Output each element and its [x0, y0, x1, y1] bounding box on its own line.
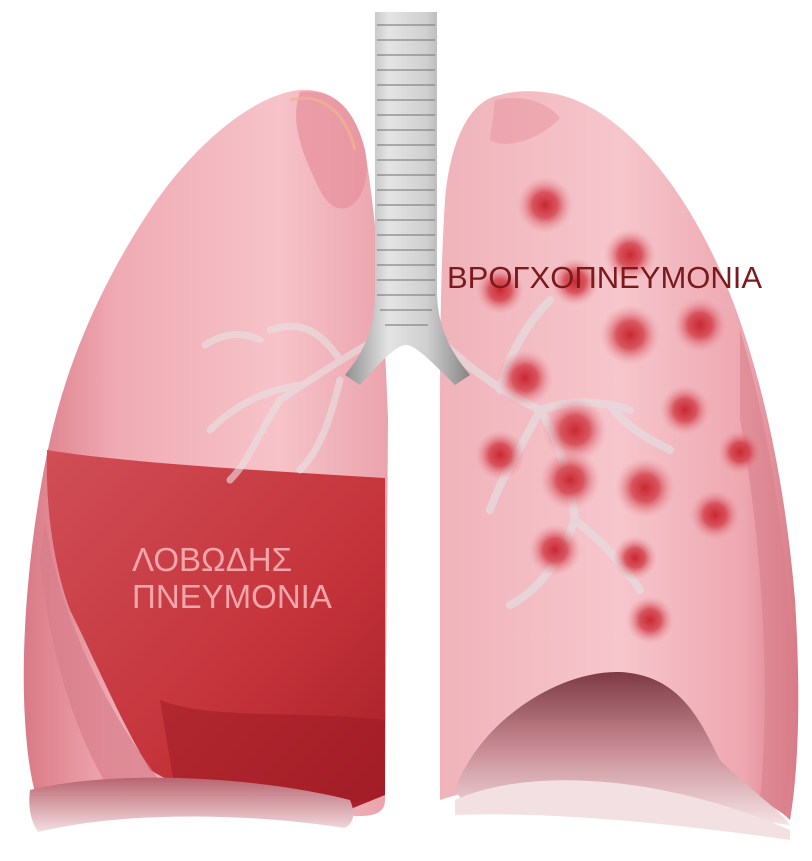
left-lung [24, 90, 388, 832]
lobar-label-line2: ΠΝΕΥΜΟΝΙΑ [132, 579, 332, 616]
lobar-label-line1: ΛΟΒΩΔΗΣ [132, 542, 332, 579]
bronchopneumonia-label: ΒΡΟΓΧΟΠΝΕΥΜΟΝΙΑ [447, 261, 762, 296]
lobar-pneumonia-label: ΛΟΒΩΔΗΣ ΠΝΕΥΜΟΝΙΑ [132, 542, 332, 616]
right-lung [440, 91, 798, 840]
